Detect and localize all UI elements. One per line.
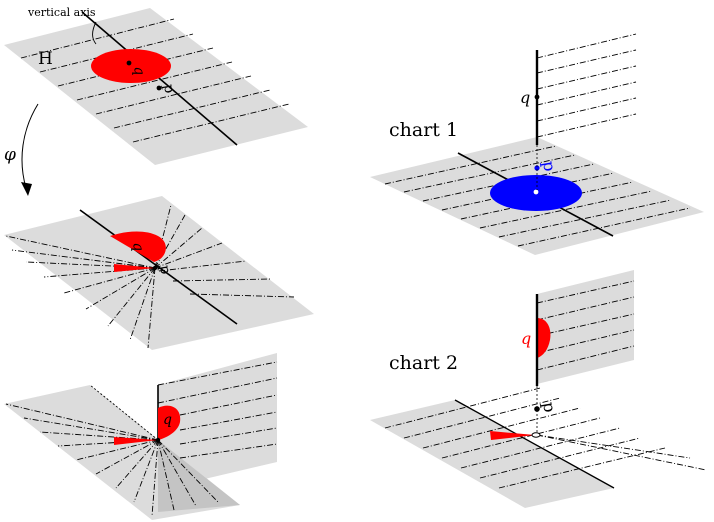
vertical-axis-pointer <box>92 21 97 45</box>
q-label-1: q <box>130 65 147 77</box>
q-label-3: q <box>163 412 172 428</box>
point-pq-bottom <box>155 437 161 443</box>
chart1-label: chart 1 <box>389 119 458 141</box>
q-label-chart1: q <box>520 88 530 107</box>
red-region-bottom <box>158 405 181 440</box>
panel-folded-plane: q <box>4 353 278 520</box>
p-label-2: p <box>156 264 173 276</box>
q-label-2: q <box>129 241 146 253</box>
phi-arrow: φ <box>4 103 39 196</box>
phi-label: φ <box>4 145 16 165</box>
chart2-label: chart 2 <box>389 352 458 374</box>
phi-arrow-curve <box>21 103 39 189</box>
p-label-1: p <box>160 83 177 95</box>
panel-chart-2: chart 2 q p <box>370 270 707 508</box>
chart2-origin <box>531 432 541 438</box>
chart2-boundary-line <box>454 399 615 489</box>
plane-bottom-shadow <box>158 440 240 512</box>
plane-mid-hatching <box>5 204 295 349</box>
chart1-vertical-plane-hatching <box>536 33 637 138</box>
axis-mid <box>79 209 238 325</box>
chart2-vertical-plane-hatching <box>536 280 635 371</box>
q-label-chart2: q <box>521 329 531 348</box>
chart1-origin <box>533 189 539 195</box>
chart1-point-q <box>534 94 540 100</box>
chart2-red-region <box>537 318 551 358</box>
chart2-vertical-plane <box>537 270 634 384</box>
plane-bottom-vertical-hatching <box>157 361 278 459</box>
p-label-chart2: p <box>539 400 559 413</box>
chart1-plane-hatching <box>384 145 691 247</box>
vertical-axis-label: vertical axis <box>27 6 96 19</box>
point-q <box>126 60 132 66</box>
chart2-plane <box>370 400 614 508</box>
point-pq-mid <box>152 265 158 271</box>
red-region-mid <box>110 231 166 262</box>
phi-arrow-head <box>21 182 32 196</box>
plane-H-label: H <box>38 49 53 69</box>
vertical-axis-line <box>81 11 238 146</box>
point-p <box>156 85 162 91</box>
p-label-chart1: p <box>539 159 559 172</box>
chart2-red-sliver <box>490 431 535 440</box>
panel-chart-1: chart 1 p q <box>370 33 704 255</box>
panel-rotated-plane: q p <box>4 196 314 350</box>
panel-original-plane: vertical axis H q p <box>4 6 308 165</box>
chart2-point-p <box>534 406 540 412</box>
plane-H <box>4 8 308 165</box>
plane-mid <box>4 196 314 350</box>
plane-bottom-vertical <box>158 353 277 490</box>
red-region <box>91 49 171 83</box>
red-sliver-bottom <box>114 437 158 445</box>
red-sliver-mid <box>114 264 155 272</box>
blue-point-p <box>534 165 540 171</box>
